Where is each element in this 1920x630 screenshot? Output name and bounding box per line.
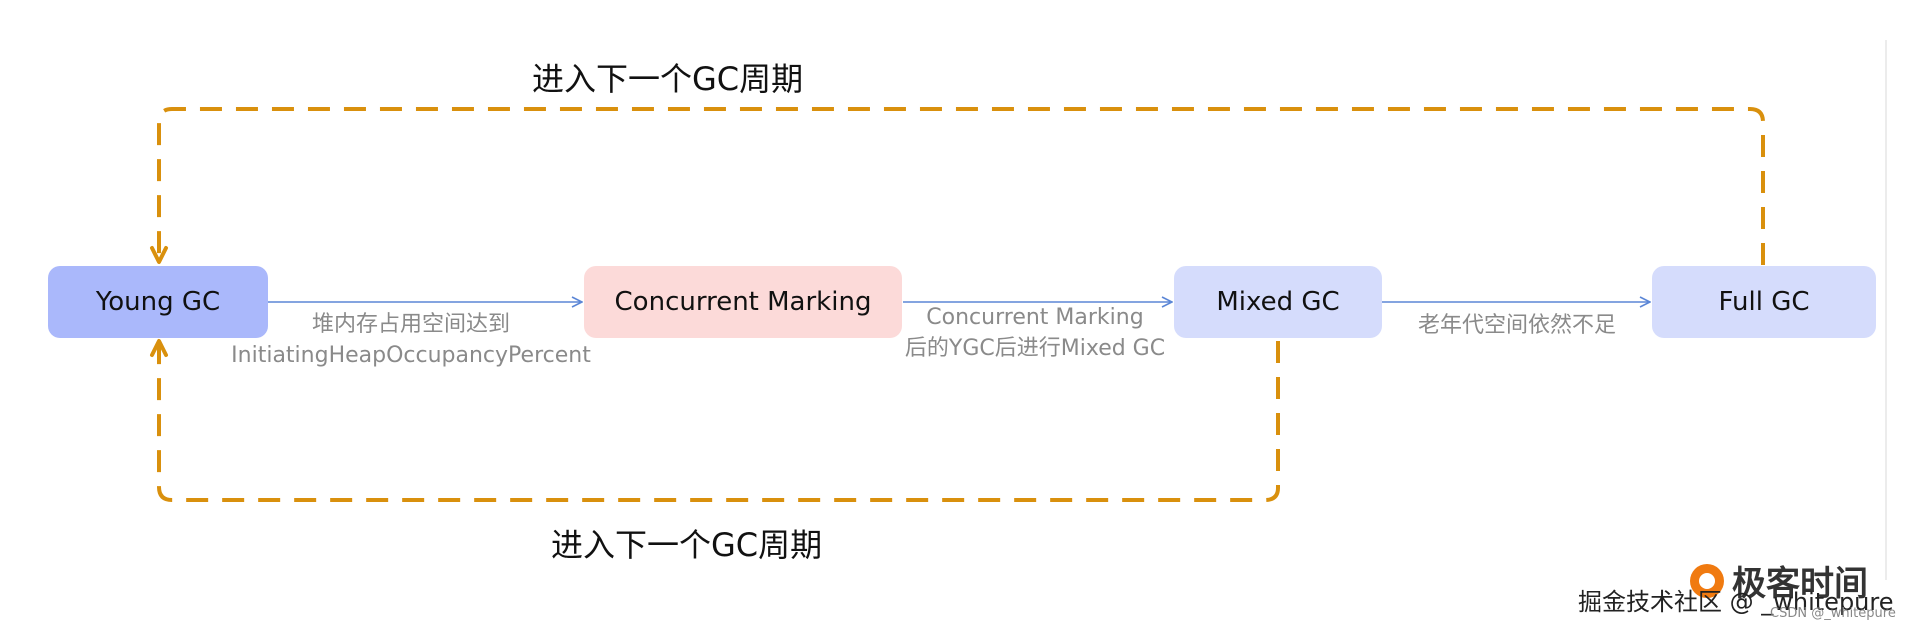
edge-label-line: Concurrent Marking (926, 305, 1144, 330)
top-cycle-label: 进入下一个GC周期 (532, 60, 804, 98)
node-concurrent-marking: Concurrent Marking (584, 266, 902, 338)
bottom-cycle-connector (150, 339, 1280, 502)
edge-label-line: 堆内存占用空间达到 (311, 312, 510, 337)
edge-label-line: 后的YGC后进行Mixed GC (904, 335, 1166, 361)
geektime-logo-icon (1690, 563, 1724, 598)
juejin-watermark: 掘金技术社区 @ _whitepure (1578, 588, 1894, 616)
csdn-watermark: CSDN @_whitepure (1770, 606, 1896, 621)
edge-label-mixed-to-full: 老年代空间依然不足 (1392, 311, 1642, 342)
node-full-gc: Full GC (1652, 266, 1876, 338)
edge-label-young-to-cm: 堆内存占用空间达到 InitiatingHeapOccupancyPercent (216, 310, 606, 372)
edge-label-line: 老年代空间依然不足 (1417, 313, 1616, 338)
geektime-logo: 极客时间 (1690, 556, 1868, 605)
node-mixed-gc: Mixed GC (1174, 266, 1382, 338)
right-edge-divider (1885, 40, 1887, 580)
bottom-cycle-label: 进入下一个GC周期 (551, 526, 823, 564)
edge-label-line: InitiatingHeapOccupancyPercent (231, 342, 591, 368)
node-young-gc: Young GC (48, 266, 268, 338)
geektime-logo-text: 极客时间 (1732, 564, 1868, 604)
top-cycle-connector (150, 107, 1765, 265)
edge-label-cm-to-mixed: Concurrent Marking 后的YGC后进行Mixed GC (880, 303, 1190, 365)
